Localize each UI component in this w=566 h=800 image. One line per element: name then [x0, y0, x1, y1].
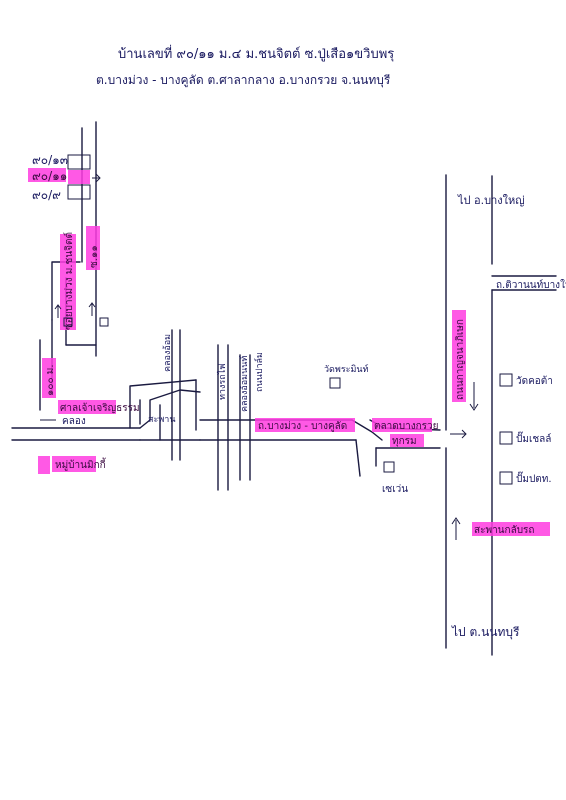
seven-label: เซเว่น [382, 484, 408, 495]
house-90-11-label: ๙๐/๑๑ [32, 169, 67, 183]
soi-right-label-group: ซ.๑๑ [86, 226, 100, 270]
canal-mid2-label: ถนนปาล์ม [253, 352, 265, 392]
canal-left-label: คลอง [62, 416, 86, 427]
house-90-13-box [67, 154, 91, 170]
canal-vertical: คลองอ้อม [162, 329, 181, 461]
temple-label: วัดพระมินท์ [324, 363, 369, 375]
shop1-label: วัดคอต้า [516, 375, 553, 387]
temple-group: วัดพระมินท์ [324, 363, 369, 389]
shrine-label-group: ศาลเจ้าเจริญธรรม คลอง [40, 400, 140, 427]
house-block: ๙๐/๑๓ ๙๐/๑๑ ๙๐/๙ [28, 153, 101, 202]
shrine-label: ศาลเจ้าเจริญธรรม [60, 402, 140, 414]
to-bottom-label: ไป ต.นนทบุรี [451, 625, 520, 640]
meter-label: ๑๐๐ ม. [45, 364, 56, 396]
main-road-vertical-label: ถนนกาญจนาภิเษก [455, 319, 466, 400]
road-main-label: ถ.บางม่วง - บางคูลัด [258, 421, 347, 432]
soi-left-label: ซอยบางม่วง ม.ชนจิตต์ [63, 232, 75, 330]
rail-label: ทางรถไฟ [217, 363, 228, 400]
canal-soi-label: คลองอ้อม [162, 334, 173, 372]
house-90-9-label: ๙๐/๙ [32, 188, 61, 202]
railway-lines: ทางรถไฟ คลองอ้อมนนท์ ถนนปาล์ม [217, 344, 265, 491]
road-main-label-group: ถ.บางม่วง - บางคูลัด [255, 418, 355, 432]
market2-label: ทุกรม [392, 436, 417, 447]
shops-group: วัดคอต้า ปั๊มเชลล์ ปั๊มปตท. [499, 373, 553, 485]
jatuchot-label: ถ.ติวานนท์บางใหญ่ [496, 279, 566, 291]
main-road-vertical [445, 174, 557, 656]
soi-right-label: ซ.๑๑ [89, 245, 100, 268]
shop3-label: ปั๊มปตท. [516, 471, 552, 485]
mickey-village-label: หมู่บ้านมิกกี้ [55, 457, 107, 471]
main-road-left [11, 379, 201, 441]
meter-label-group: ๑๐๐ ม. [42, 358, 56, 398]
header-line-2: ต.บางม่วง - บางคูลัด ต.ศาลากลาง อ.บางกรว… [96, 73, 391, 88]
market-group: ตลาดบางกรวย ทุกรม [372, 418, 438, 447]
house-90-11-highlight [68, 170, 90, 184]
bridge-label: สะพาน [148, 415, 175, 425]
main-road-vertical-label-group: ถนนกาญจนาภิเษก [452, 310, 466, 402]
header-line-1: บ้านเลขที่ ๙๐/๑๑ ม.๔ ม.ชนจิตต์ ซ.ปู่เสือ… [118, 45, 394, 62]
bridge-right-group: สะพานกลับรถ [472, 522, 550, 536]
house-90-9-box [67, 184, 91, 200]
house-90-13-label: ๙๐/๑๓ [32, 153, 68, 167]
shop2-label: ปั๊มเชลล์ [516, 431, 551, 445]
to-top-label: ไป อ.บางใหญ่ [457, 194, 525, 207]
bridge-right-label: สะพานกลับรถ [474, 525, 534, 536]
seven-group: เซเว่น [382, 461, 408, 495]
mickey-village-group: หมู่บ้านมิกกี้ [38, 456, 107, 474]
soi-left-label-group: ซอยบางม่วง ม.ชนจิตต์ [60, 232, 76, 330]
market-label: ตลาดบางกรวย [374, 421, 438, 432]
canal-mid-label: คลองอ้อมนนท์ [238, 356, 250, 412]
